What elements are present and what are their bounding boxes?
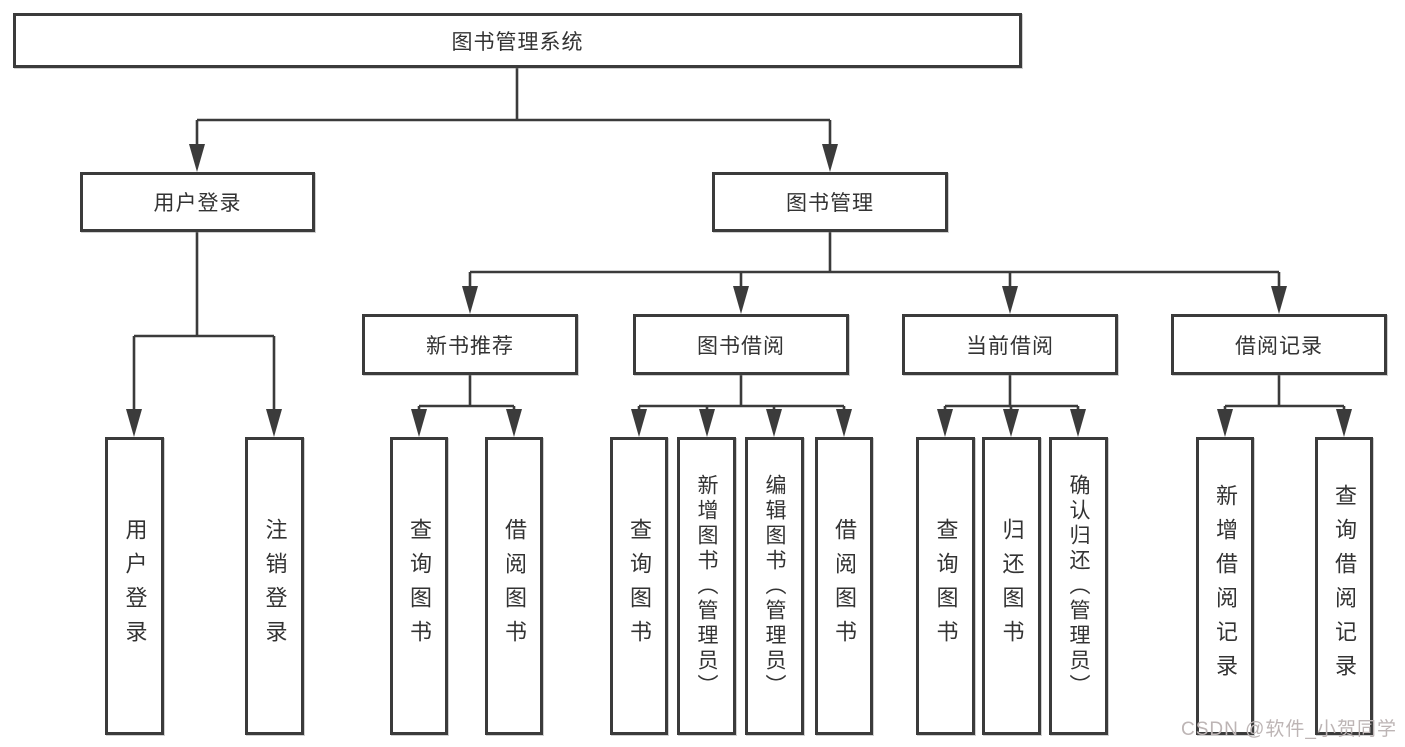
leaf-query-books-borrowing: 查询图书 [610, 437, 668, 735]
node-label: 用户登录 [153, 192, 242, 215]
leaf-label: 新增借阅记录 [1213, 484, 1238, 688]
node-label: 当前借阅 [966, 334, 1054, 358]
node-label: 图书管理系统 [451, 30, 584, 54]
leaf-label: 查询图书 [627, 518, 652, 654]
node-current-borrowing: 当前借阅 [902, 314, 1118, 375]
leaf-add-book-admin: 新增图书（管理员） [677, 437, 736, 735]
watermark: CSDN @软件_小贺同学 [1181, 719, 1397, 740]
leaf-query-books-recommend: 查询图书 [390, 437, 448, 735]
arrowheads [126, 144, 1352, 437]
leaf-user-login: 用户登录 [105, 437, 164, 735]
leaf-query-books-current: 查询图书 [916, 437, 975, 735]
node-label: 图书管理 [786, 192, 874, 215]
leaf-label: 查询图书 [933, 518, 959, 654]
node-user-login: 用户登录 [80, 172, 315, 232]
leaf-label: 注销登录 [262, 518, 288, 654]
leaf-add-borrow-record: 新增借阅记录 [1196, 437, 1254, 735]
leaf-label: 借阅图书 [502, 518, 527, 654]
leaf-edit-book-admin: 编辑图书（管理员） [745, 437, 804, 735]
node-label: 图书借阅 [697, 334, 785, 358]
leaf-label: 查询借阅记录 [1332, 484, 1357, 688]
node-label: 借阅记录 [1235, 334, 1323, 358]
node-book-borrowing: 图书借阅 [633, 314, 849, 375]
leaf-return-books: 归还图书 [982, 437, 1041, 735]
leaf-label: 编辑图书（管理员） [763, 473, 786, 699]
leaf-borrow-books-recommend: 借阅图书 [485, 437, 543, 735]
leaf-label: 确认归还（管理员） [1067, 473, 1090, 699]
node-library-management-system: 图书管理系统 [13, 13, 1022, 68]
leaf-confirm-return-admin: 确认归还（管理员） [1049, 437, 1108, 735]
leaf-logout: 注销登录 [245, 437, 304, 735]
node-new-book-recommendation: 新书推荐 [362, 314, 578, 375]
node-borrowing-records: 借阅记录 [1171, 314, 1387, 375]
leaf-label: 新增图书（管理员） [695, 473, 718, 699]
leaf-label: 借阅图书 [832, 518, 857, 654]
leaf-label: 查询图书 [407, 518, 432, 654]
node-book-management: 图书管理 [712, 172, 948, 232]
leaf-query-borrow-record: 查询借阅记录 [1315, 437, 1373, 735]
leaf-borrow-books-borrowing: 借阅图书 [815, 437, 873, 735]
node-label: 新书推荐 [426, 334, 514, 358]
leaf-label: 归还图书 [999, 518, 1025, 654]
leaf-label: 用户登录 [122, 518, 148, 654]
